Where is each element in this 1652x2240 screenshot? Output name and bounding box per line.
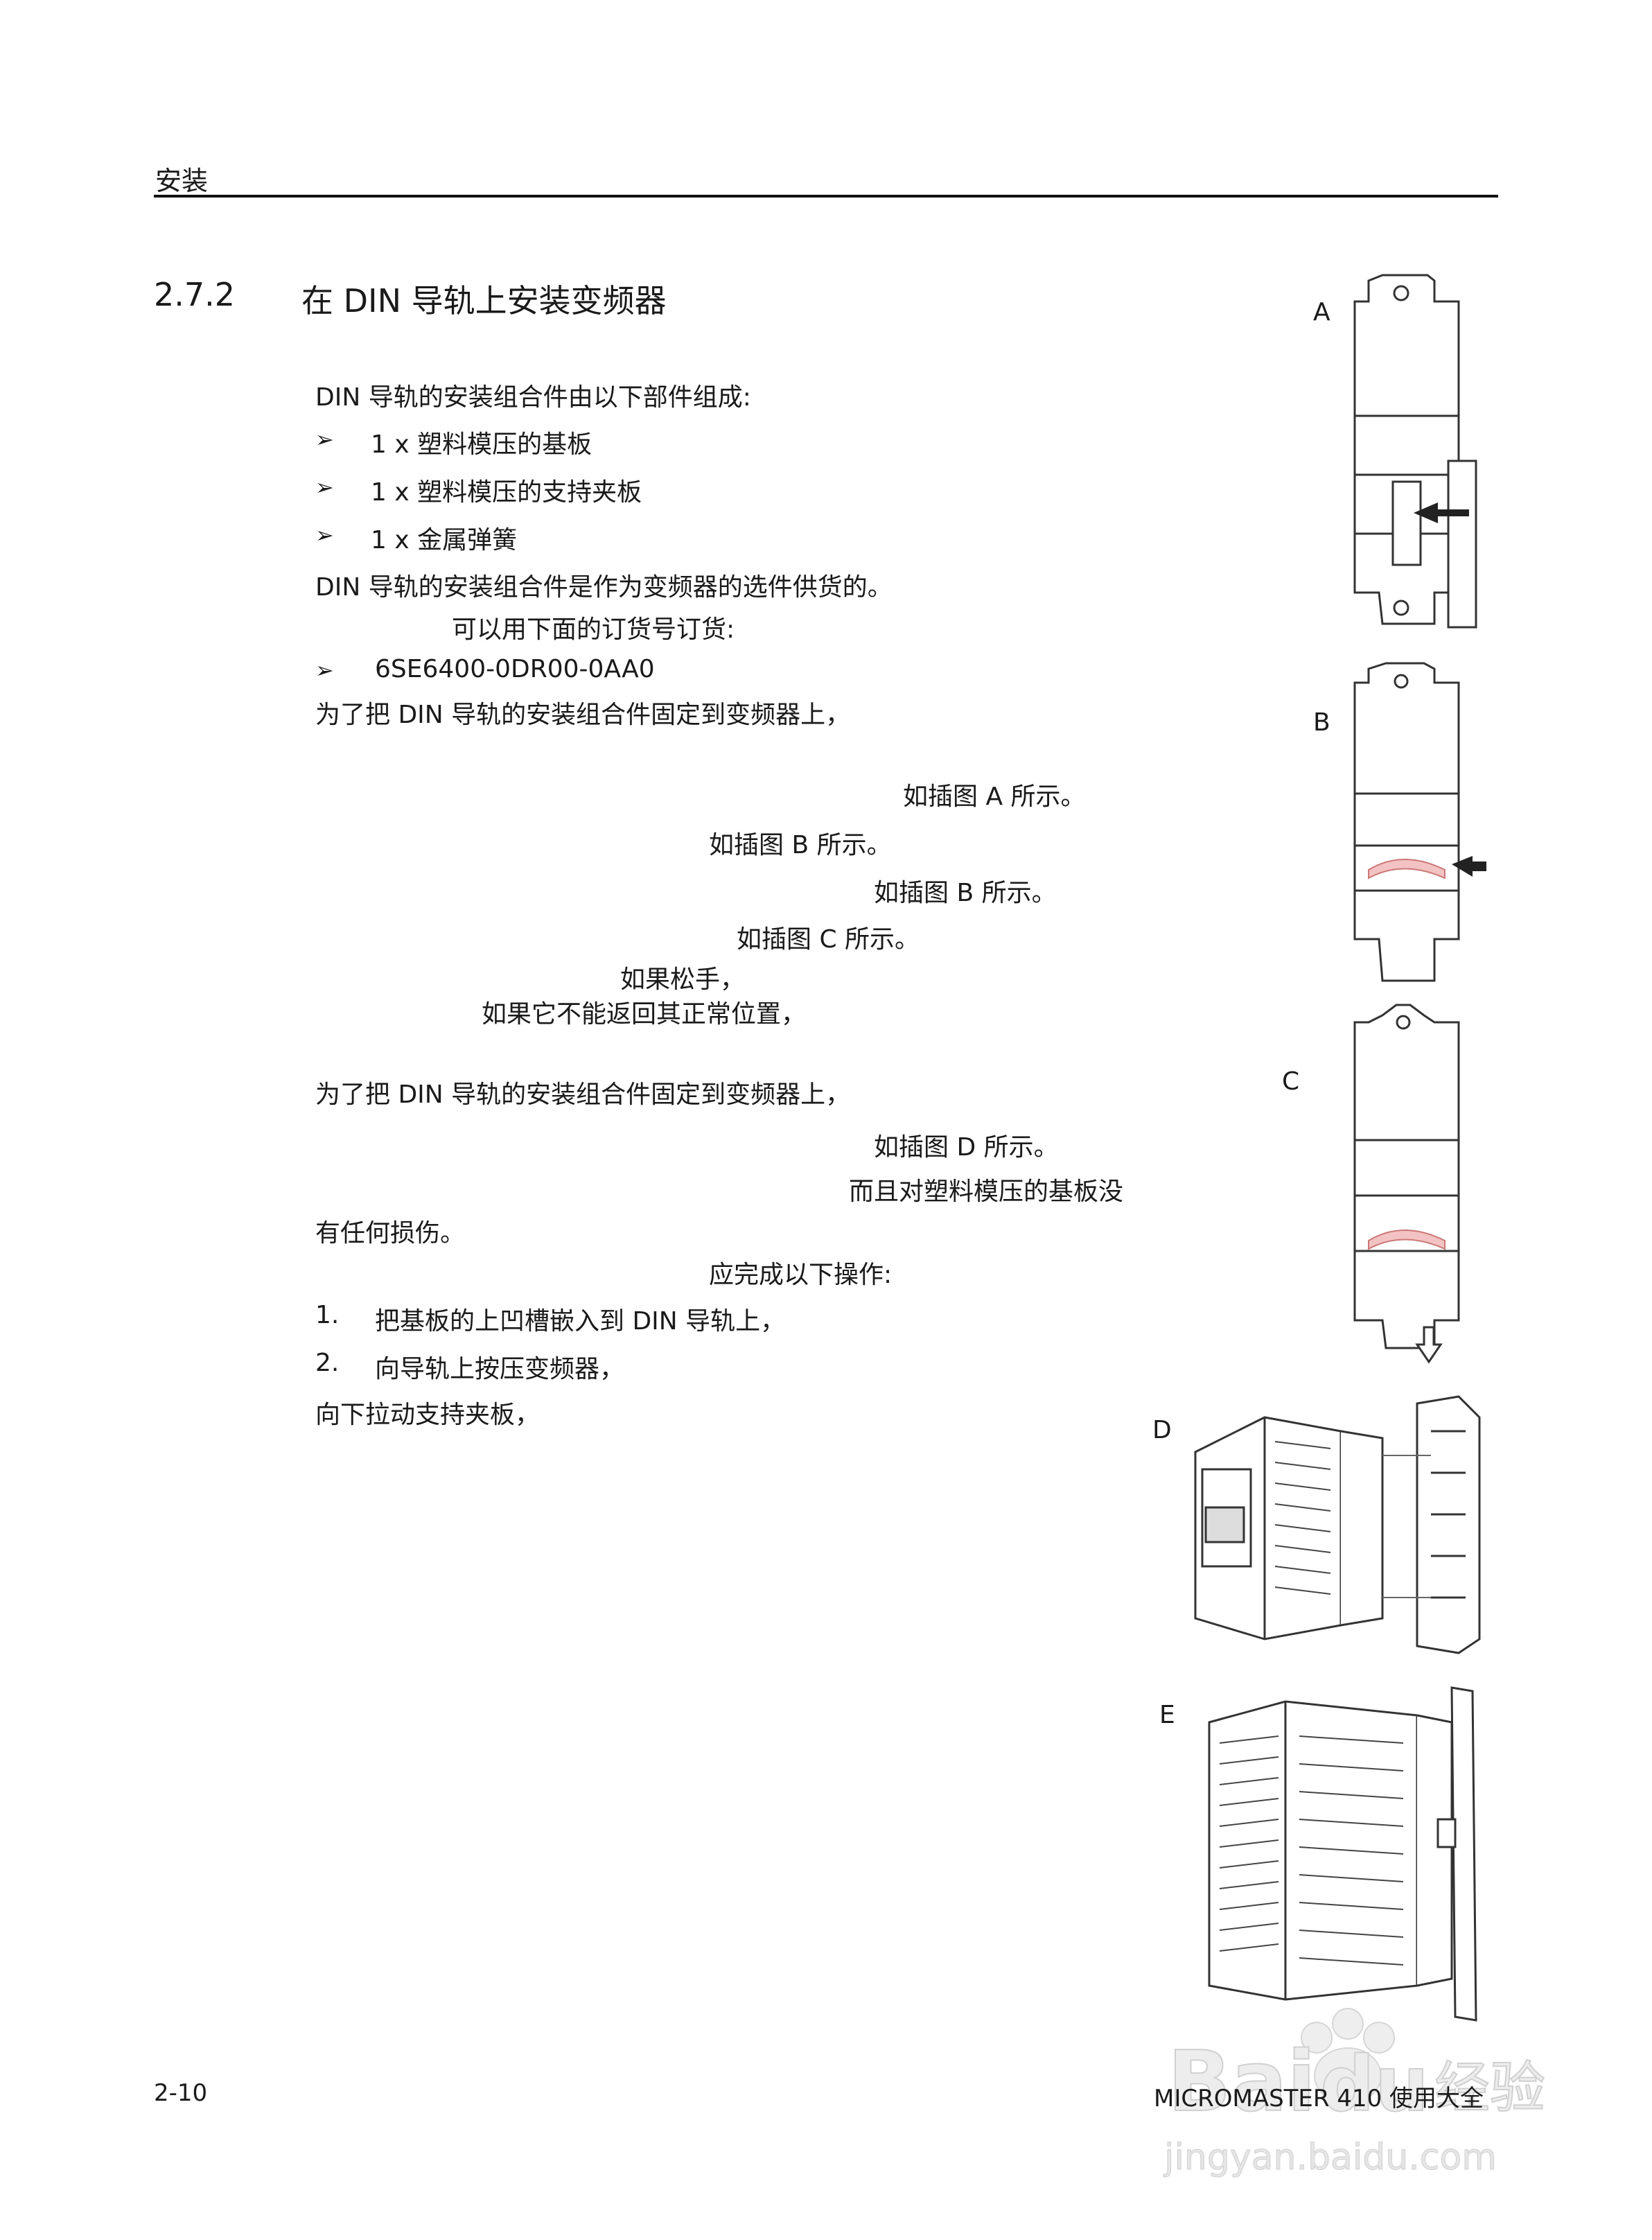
- figure-label-e: E: [1159, 1701, 1175, 1729]
- ops-intro: 应完成以下操作:: [709, 1261, 893, 1289]
- pull-text: 向下拉动支持夹板，: [315, 1401, 541, 1429]
- part-item: 1 x 塑料模压的基板: [371, 430, 592, 459]
- intro-text: DIN 导轨的安装组合件由以下部件组成:: [315, 383, 751, 412]
- fragment-return: 如果它不能返回其正常位置，: [482, 1000, 807, 1029]
- page-number: 2-10: [154, 2079, 208, 2107]
- fix-intro-2: 为了把 DIN 导轨的安装组合件固定到变频器上，: [315, 1080, 851, 1109]
- running-header: 安装: [155, 166, 209, 196]
- option-text: DIN 导轨的安装组合件是作为变频器的选件供货的。: [315, 573, 893, 602]
- bullet-marker: ➢: [315, 522, 334, 548]
- bullet-marker: ➢: [315, 426, 334, 453]
- fragment-fig-a: 如插图 A 所示。: [903, 782, 1086, 811]
- step-text: 向导轨上按压变频器，: [375, 1355, 625, 1383]
- fragment-fig-b: 如插图 B 所示。: [709, 831, 892, 859]
- header-rule: [154, 195, 1498, 198]
- svg-text:du: du: [1320, 2040, 1429, 2128]
- bullet-marker: ➢: [315, 474, 334, 500]
- fragment-fig-b: 如插图 B 所示。: [874, 879, 1057, 907]
- figure-label-c: C: [1282, 1067, 1300, 1096]
- watermark-wordmark: Bai: [1168, 2034, 1316, 2130]
- bullet-marker: ➢: [315, 657, 334, 683]
- part-item: 1 x 塑料模压的支持夹板: [371, 478, 642, 507]
- figure-label-d: D: [1152, 1416, 1172, 1444]
- fragment-fig-c: 如插图 C 所示。: [737, 925, 920, 954]
- svg-text:jingyan.baidu.com: jingyan.baidu.com: [1163, 2137, 1497, 2178]
- fragment-damage: 有任何损伤。: [315, 1219, 466, 1248]
- figure-a-mounting-plate: [1353, 274, 1477, 629]
- step-number: 2.: [315, 1349, 340, 1377]
- fragment-release: 如果松手，: [620, 965, 746, 994]
- section-title: 在 DIN 导轨上安装变频器: [301, 282, 667, 320]
- figure-b-spring-insert: [1353, 662, 1486, 982]
- step-text: 把基板的上凹槽嵌入到 DIN 导轨上，: [375, 1307, 786, 1336]
- part-item: 1 x 金属弹簧: [371, 526, 518, 554]
- fragment-fig-d: 如插图 D 所示。: [874, 1133, 1059, 1162]
- figure-label-b: B: [1313, 708, 1330, 737]
- fragment-base: 而且对塑料模压的基板没: [849, 1178, 1124, 1206]
- fix-intro-1: 为了把 DIN 导轨的安装组合件固定到变频器上，: [315, 701, 851, 729]
- order-number: 6SE6400-0DR00-0AA0: [375, 655, 655, 683]
- figure-c-pull-clip: [1353, 1004, 1460, 1364]
- step-number: 1.: [315, 1301, 340, 1329]
- svg-text:经验: 经验: [1434, 2056, 1545, 2120]
- watermark-logo: Bai du 经验 jingyan.baidu.com: [1163, 2008, 1546, 2179]
- figure-label-a: A: [1313, 298, 1330, 326]
- document-title: MICROMASTER 410 使用大全: [1154, 2085, 1484, 2112]
- figure-e-inverter-mounted: [1208, 1686, 1477, 2022]
- order-text: 可以用下面的订货号订货:: [452, 615, 735, 644]
- figure-d-inverter-and-rail: [1194, 1395, 1481, 1654]
- section-number: 2.7.2: [154, 276, 236, 313]
